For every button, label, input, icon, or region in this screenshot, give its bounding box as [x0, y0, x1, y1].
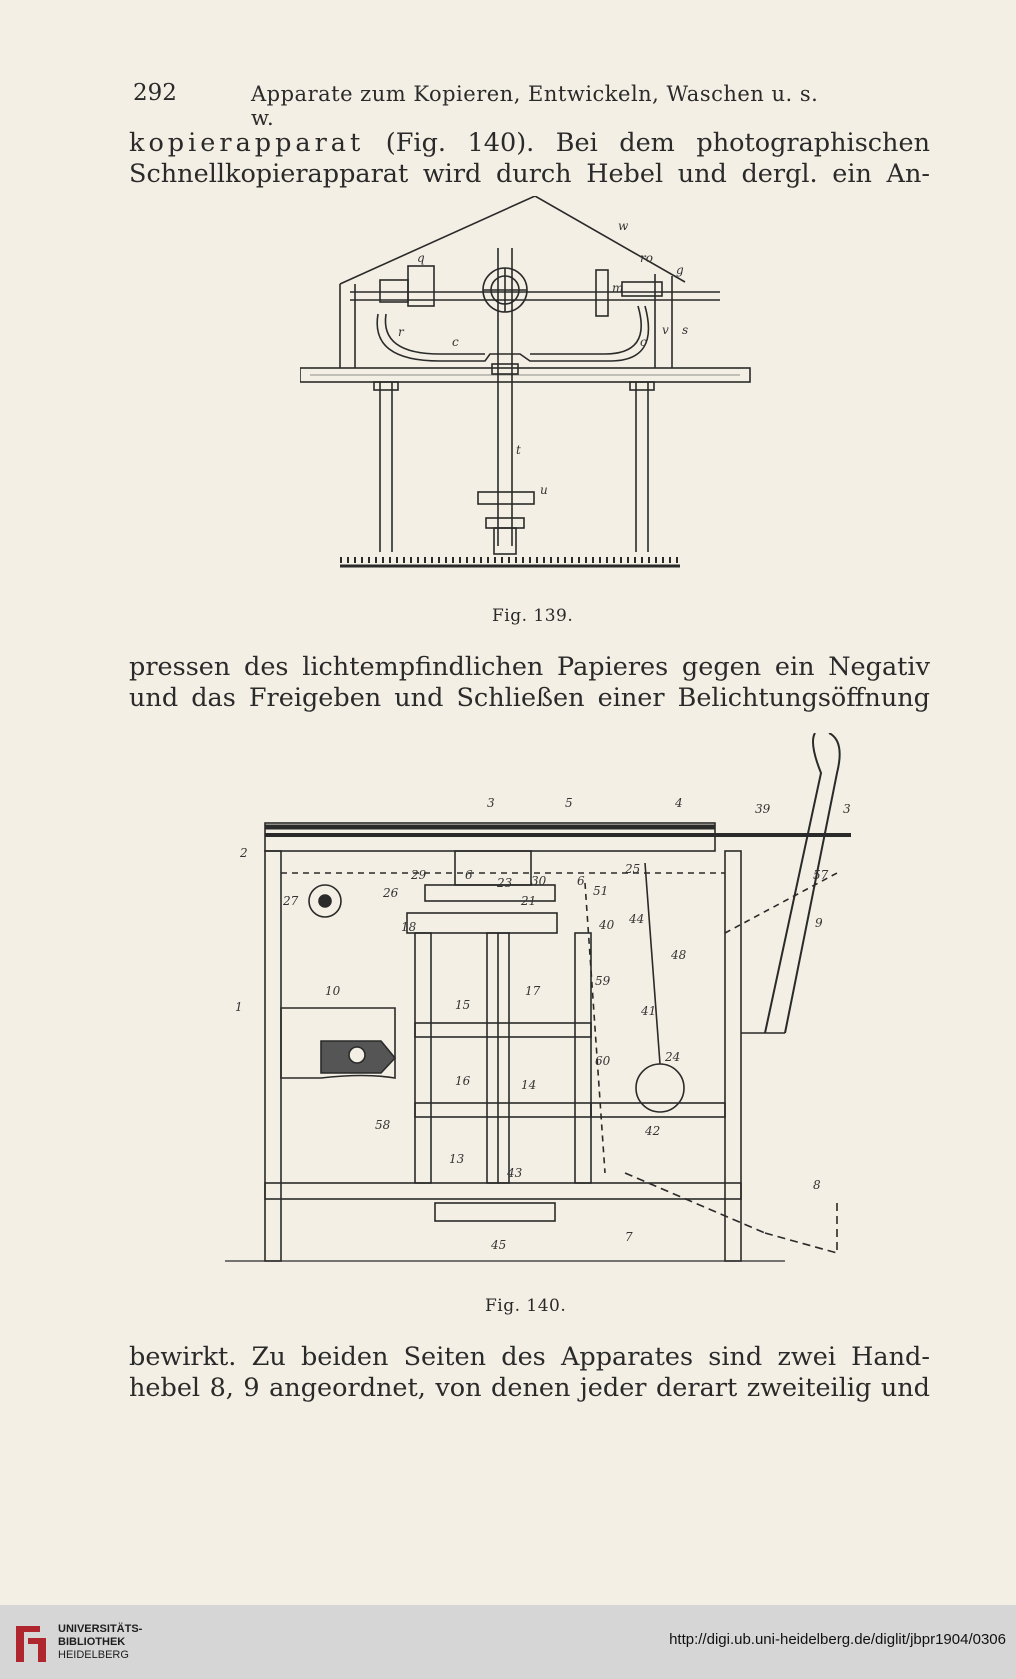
paragraph-3: bewirkt. Zu beiden Seiten des Apparates …: [129, 1342, 930, 1404]
figure-label: 21: [520, 894, 536, 908]
figure-label: 14: [521, 1078, 536, 1092]
figure-label: 4: [674, 796, 683, 810]
figure-label: 58: [375, 1118, 391, 1132]
figure-140-drawing: 3 5 4 39 3 2 29 6 23 30 6 25 57 27 26 21…: [225, 733, 851, 1262]
figure-label: 29: [410, 868, 427, 882]
text-line: bewirkt. Zu beiden Seiten des Apparates …: [129, 1342, 930, 1372]
figure-label: 45: [490, 1238, 506, 1252]
figure-139-caption: Fig. 139.: [492, 606, 574, 626]
figure-label: t: [516, 443, 521, 457]
figure-label: 26: [382, 886, 399, 900]
figure-label: 40: [598, 918, 615, 932]
figure-label: 3: [843, 802, 851, 816]
figure-label: 5: [565, 796, 573, 810]
figure-label: 43: [506, 1166, 523, 1180]
figure-label: 6: [577, 874, 585, 888]
figure-label: 1: [235, 1000, 243, 1014]
figure-label: 9: [815, 916, 823, 930]
figure-label: 42: [644, 1124, 660, 1138]
figure-label: u: [540, 483, 548, 497]
weight-24: [635, 1063, 685, 1113]
page-number: 292: [133, 80, 177, 106]
figure-label: 10: [325, 984, 341, 998]
figure-label: 16: [455, 1074, 471, 1088]
figure-label: r: [398, 325, 405, 339]
figure-label: 44: [628, 912, 644, 926]
paragraph-2: pressen des lichtempfindlichen Papieres …: [129, 652, 930, 714]
fig139-labels: w q ro g m s v r c c t u: [398, 219, 688, 497]
text-span: (Fig. 140). Bei dem photographischen: [364, 128, 930, 158]
roof-cover: [339, 196, 686, 285]
figure-label: 18: [401, 920, 417, 934]
library-name: UNIVERSITÄTS- BIBLIOTHEK HEIDELBERG: [58, 1623, 142, 1662]
figure-label: v: [662, 323, 669, 337]
book-page: 292 Apparate zum Kopieren, Entwickeln, W…: [129, 80, 930, 1404]
figure-label: 2: [239, 846, 248, 860]
figure-label: 60: [595, 1054, 611, 1068]
figure-label: 41: [640, 1004, 656, 1018]
figure-label: w: [618, 219, 629, 233]
fig139-lines: [300, 196, 751, 568]
figure-label: 57: [813, 868, 829, 882]
pulley-u: [477, 491, 535, 505]
bottom-shelf: [264, 1182, 742, 1200]
figure-label: ro: [640, 251, 653, 265]
figure-label: 59: [595, 974, 611, 988]
paragraph-1: kopierapparat (Fig. 140). Bei dem photog…: [129, 128, 930, 190]
figure-140-caption: Fig. 140.: [485, 1296, 567, 1316]
text-line: pressen des lichtempfindlichen Papieres …: [129, 652, 930, 682]
figure-label: 3: [487, 796, 495, 810]
figure-label: q: [417, 251, 425, 265]
figure-label: c: [640, 335, 647, 349]
spaced-term: kopierapparat: [129, 128, 365, 158]
university-library-logo-icon: [16, 1626, 46, 1662]
figure-label: 23: [496, 876, 513, 890]
drawer-10: [280, 1007, 396, 1079]
figure-label: 25: [624, 862, 640, 876]
library-name-line: UNIVERSITÄTS-: [58, 1623, 143, 1635]
figure-label: 24: [664, 1050, 680, 1064]
figure-label: 7: [625, 1230, 633, 1244]
bent-frame-r: [376, 305, 650, 362]
hand-lever: [784, 733, 841, 1034]
text-line: kopierapparat (Fig. 140). Bei dem photog…: [129, 128, 930, 159]
library-name-line: HEIDELBERG: [58, 1649, 129, 1661]
figure-139-drawing: w q ro g m s v r c c t u: [300, 196, 751, 568]
viewer-footer: UNIVERSITÄTS- BIBLIOTHEK HEIDELBERG http…: [0, 1605, 1016, 1679]
figure-label: 27: [282, 894, 299, 908]
fig140-lines: [225, 733, 851, 1262]
roller-27: [308, 884, 342, 918]
library-name-line: BIBLIOTHEK: [58, 1636, 126, 1648]
figure-label: 39: [755, 802, 771, 816]
fig140-labels: 3 5 4 39 3 2 29 6 23 30 6 25 57 27 26 21…: [235, 796, 851, 1252]
figure-label: 17: [525, 984, 541, 998]
table-top: [300, 367, 751, 383]
permalink-url[interactable]: http://digi.ub.uni-heidelberg.de/diglit/…: [669, 1631, 1006, 1648]
figure-label: m: [612, 281, 623, 295]
figure-label: s: [682, 323, 688, 337]
figure-label: 13: [449, 1152, 465, 1166]
figure-label: 8: [813, 1178, 821, 1192]
figure-label: c: [452, 335, 459, 349]
figure-label: 30: [531, 874, 547, 888]
running-header: 292 Apparate zum Kopieren, Entwickeln, W…: [133, 80, 823, 130]
figure-label: 48: [670, 948, 687, 962]
text-line: und das Freigeben und Schließen einer Be…: [129, 683, 930, 713]
figure-label: 15: [455, 998, 470, 1012]
running-title: Apparate zum Kopieren, Entwickeln, Wasch…: [251, 82, 819, 130]
text-line: Schnellkopierapparat wird durch Hebel un…: [129, 159, 930, 189]
figure-label: 51: [593, 884, 608, 898]
pressure-plate: [406, 912, 558, 934]
figure-label: 6: [465, 868, 473, 882]
negative-frame: [454, 850, 532, 886]
text-line: hebel 8, 9 angeordnet, von denen jeder d…: [129, 1373, 930, 1403]
figure-label: g: [676, 263, 684, 277]
